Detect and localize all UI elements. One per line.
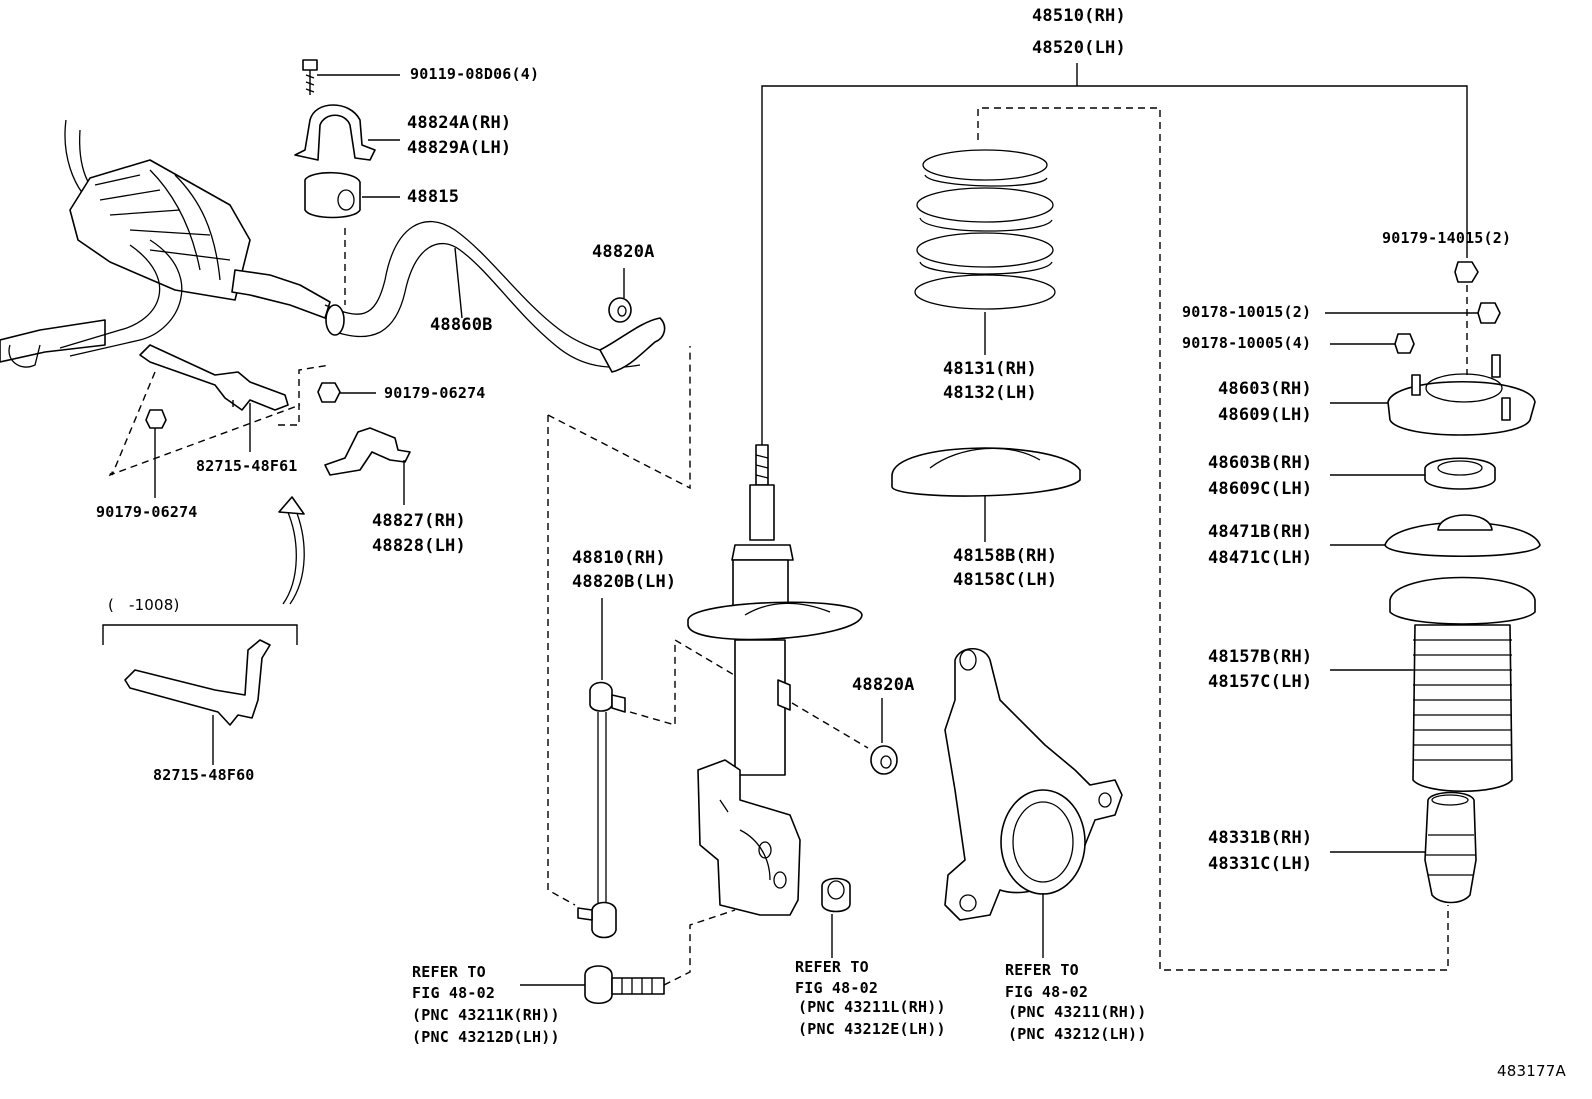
bracket-82715-48f60 <box>102 624 298 765</box>
refer-2-line1: REFER TO <box>795 958 869 976</box>
refer-2-pnc2: (PNC 43212E(LH)) <box>798 1020 946 1038</box>
label-bracket-48824a: 48824A(RH) <box>407 113 512 133</box>
refer-1-line2: FIG 48-02 <box>412 984 496 1002</box>
label-nut-90178-10005: 90178-10005(4) <box>1182 334 1312 352</box>
dust-boot <box>1330 576 1536 792</box>
coil-spring <box>914 107 1449 971</box>
label-stab-bar-48860b: 48860B <box>430 315 493 335</box>
nut-90179-14015 <box>1454 261 1479 283</box>
refer-2-pnc1: (PNC 43211L(RH)) <box>798 998 946 1016</box>
refer-1-line1: REFER TO <box>412 963 486 981</box>
strut-assembly-callout <box>761 63 1468 455</box>
label-bushing-48815: 48815 <box>407 187 460 207</box>
label-link-48810: 48810(RH) <box>572 548 666 568</box>
label-nut-90179-left: 90179-06274 <box>96 503 198 521</box>
bushing-48815 <box>304 171 400 305</box>
refer-1-pnc1: (PNC 43211K(RH)) <box>412 1006 560 1024</box>
label-range-note: ( -1008) <box>108 596 180 614</box>
nut-90179-06274-mid <box>317 382 376 403</box>
label-bracket-48f60: 82715-48F60 <box>153 766 255 784</box>
bolt-90119-08d06 <box>302 59 400 95</box>
label-bearing-48603b: 48603B(RH) <box>1208 453 1313 473</box>
upper-support <box>1330 354 1536 436</box>
label-bracket-48829a: 48829A(LH) <box>407 138 512 158</box>
label-bound-48331b: 48331B(RH) <box>1208 828 1313 848</box>
stabilizer-link <box>547 346 769 939</box>
label-spring-48132: 48132(LH) <box>943 383 1037 403</box>
strut-body <box>687 444 863 916</box>
spring-insulator <box>891 447 1081 542</box>
bracket-82715-48f61 <box>108 344 331 477</box>
label-bearing-48609c: 48609C(LH) <box>1208 479 1313 499</box>
label-boot-48157b: 48157B(RH) <box>1208 647 1313 667</box>
label-bracket-48828: 48828(LH) <box>372 536 466 556</box>
label-insulator-48158c: 48158C(LH) <box>953 570 1058 590</box>
label-strut-rh: 48510(RH) <box>1032 6 1126 26</box>
steering-knuckle <box>944 647 1123 958</box>
label-bracket-48827: 48827(RH) <box>372 511 466 531</box>
stabilizer-bar <box>324 220 666 373</box>
nut-48820a-top <box>608 268 632 323</box>
label-insulator-48158b: 48158B(RH) <box>953 546 1058 566</box>
steering-rack-drawing <box>0 119 331 368</box>
label-link-48820b: 48820B(LH) <box>572 572 677 592</box>
label-48820a-lower: 48820A <box>852 675 915 695</box>
label-48820a-top: 48820A <box>592 242 655 262</box>
label-strut-lh: 48520(LH) <box>1032 38 1126 58</box>
nut-48820a-lower <box>791 698 898 775</box>
label-support-48603: 48603(RH) <box>1218 379 1312 399</box>
bracket-48827 <box>324 427 411 505</box>
label-bolt-90119: 90119-08D06(4) <box>410 65 540 83</box>
lower-arm-bushing <box>821 877 851 958</box>
bound-stopper <box>1330 791 1477 904</box>
refer-3-pnc2: (PNC 43212(LH)) <box>1008 1025 1147 1043</box>
label-seat-48471b: 48471B(RH) <box>1208 522 1313 542</box>
label-seat-48471c: 48471C(LH) <box>1208 548 1313 568</box>
label-nut-90178-10015: 90178-10015(2) <box>1182 303 1312 321</box>
label-support-48609: 48609(LH) <box>1218 405 1312 425</box>
bearing <box>1330 457 1496 490</box>
nut-90178-10005 <box>1330 333 1415 354</box>
nut-90178-10015 <box>1325 302 1501 324</box>
strut-lower-bolt <box>520 909 736 1005</box>
refer-3-pnc1: (PNC 43211(RH)) <box>1008 1003 1147 1021</box>
label-nut-90179-14015: 90179-14015(2) <box>1382 229 1512 247</box>
label-spring-48131: 48131(RH) <box>943 359 1037 379</box>
label-boot-48157c: 48157C(LH) <box>1208 672 1313 692</box>
bracket-48824a <box>294 104 400 161</box>
refer-1-pnc2: (PNC 43212D(LH)) <box>412 1028 560 1046</box>
refer-3-line2: FIG 48-02 <box>1005 983 1089 1001</box>
nut-90179-06274-left <box>145 409 167 498</box>
refer-2-line2: FIG 48-02 <box>795 979 879 997</box>
label-bracket-48f61: 82715-48F61 <box>196 457 298 475</box>
figure-id: 483177A <box>1497 1062 1566 1080</box>
refer-3-line1: REFER TO <box>1005 961 1079 979</box>
spring-seat <box>1330 514 1541 558</box>
label-nut-90179-mid: 90179-06274 <box>384 384 486 402</box>
label-bound-48331c: 48331C(LH) <box>1208 854 1313 874</box>
